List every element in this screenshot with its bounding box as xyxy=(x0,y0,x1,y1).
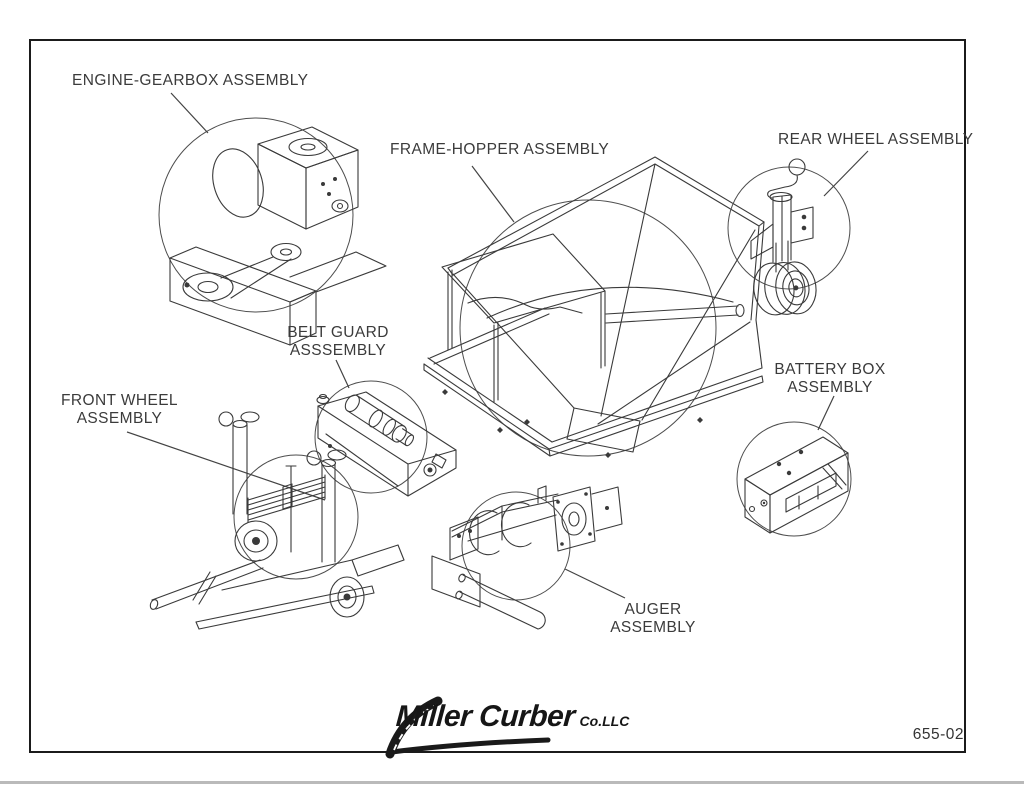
callout-label-line1: AUGER xyxy=(624,601,682,618)
rear-wheel-illustration xyxy=(727,150,869,316)
callout-battery-box-assembly: BATTERY BOX ASSEMBLY xyxy=(765,361,895,396)
callout-engine-gearbox-assembly: ENGINE-GEARBOX ASSEMBLY xyxy=(72,72,308,90)
callout-label-line2: ASSEMBLY xyxy=(610,618,696,636)
callout-label: ENGINE-GEARBOX ASSEMBLY xyxy=(72,72,309,89)
belt-guard-illustration xyxy=(314,359,457,497)
auger-illustration xyxy=(431,485,626,630)
callout-belt-guard-assembly: BELT GUARD ASSSEMBLY xyxy=(270,324,406,359)
callout-label-line1: FRONT WHEEL xyxy=(61,392,178,409)
callout-label: FRAME-HOPPER ASSEMBLY xyxy=(390,141,610,158)
callout-label-line2: ASSEMBLY xyxy=(787,378,873,396)
callout-label-line2: ASSSEMBLY xyxy=(289,341,387,359)
logo-road-swoosh-icon xyxy=(385,696,551,759)
brand-logo-text: Miller Curber xyxy=(394,700,576,733)
callout-front-wheel-assembly: FRONT WHEEL ASSEMBLY xyxy=(47,392,192,427)
brand-logo-suffix: Co.LLC xyxy=(579,713,630,729)
drawing-number: 655-02 xyxy=(912,726,964,743)
engine-gearbox-illustration xyxy=(158,92,387,346)
callout-label-line2: ASSEMBLY xyxy=(76,409,163,427)
frame-hopper-illustration xyxy=(423,156,765,458)
brand-logo: Miller Curber Co.LLC xyxy=(394,700,630,756)
callout-auger-assembly: AUGER ASSEMBLY xyxy=(593,601,713,636)
page-edge-line xyxy=(0,781,1024,784)
callout-label-line1: BELT GUARD xyxy=(287,324,389,341)
callout-frame-hopper-assembly: FRAME-HOPPER ASSEMBLY xyxy=(390,141,609,159)
battery-box-illustration xyxy=(736,395,852,537)
callout-label: REAR WHEEL ASSEMBLY xyxy=(778,131,974,148)
callout-rear-wheel-assembly: REAR WHEEL ASSEMBLY xyxy=(778,131,973,149)
drawing-border xyxy=(29,39,966,753)
callout-label-line1: BATTERY BOX xyxy=(774,361,886,378)
front-wheel-illustration xyxy=(126,411,405,630)
